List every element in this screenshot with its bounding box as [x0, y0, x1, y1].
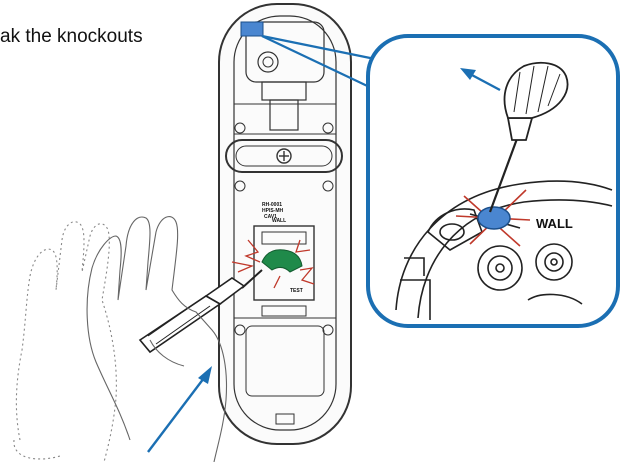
zoom-callout — [366, 34, 620, 328]
bottom-knockout — [261, 249, 303, 273]
zoom-knockout — [477, 206, 511, 230]
top-knockout — [240, 21, 264, 37]
break-marks-lower — [231, 239, 315, 289]
instruction-caption: ak the knockouts — [0, 26, 143, 47]
zoom-wall-label: WALL — [536, 216, 573, 231]
dotted-hand-icon — [13, 221, 117, 462]
screwdriver-icon — [138, 269, 263, 354]
device-backplate — [218, 3, 352, 445]
zoom-screwdriver-icon — [488, 61, 569, 213]
zoom-arrow-icon — [460, 68, 501, 92]
test-small-label: TEST — [290, 288, 303, 294]
arrow-icon — [147, 366, 212, 453]
wall-small-label: WALL — [272, 218, 286, 224]
hand-icon — [86, 216, 227, 462]
callout-connector — [261, 34, 381, 93]
